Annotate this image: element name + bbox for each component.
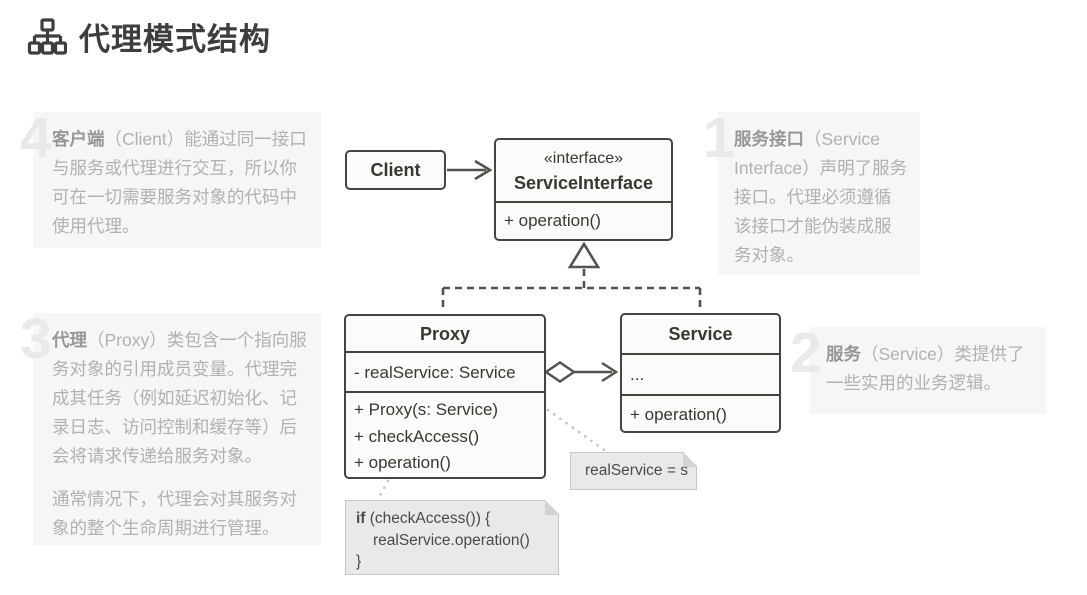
method-line: + Proxy(s: Service): [354, 400, 499, 419]
note-connector-code: [376, 479, 390, 501]
annotation-body: （Client）能通过同一接口与服务或代理进行交互，所以你可在一切需要服务对象的…: [52, 129, 307, 236]
annotation-client: 客户端（Client）能通过同一接口与服务或代理进行交互，所以你可在一切需要服务…: [33, 112, 321, 248]
uml-class-client: Client: [345, 150, 446, 190]
stereotype-label: «interface»: [543, 150, 624, 167]
uml-note-assignment: realService = s: [570, 451, 698, 490]
note-fold-corner: [682, 451, 698, 467]
methods-compartment: + Proxy(s: Service) + checkAccess() + op…: [346, 391, 544, 477]
annotation-lead: 服务: [826, 344, 861, 364]
annotation-service-interface: 服务接口（Service Interface）声明了服务接口。代理必须遵循该接口…: [718, 112, 920, 275]
methods-compartment: + operation(): [496, 201, 671, 238]
annotation-lead: 客户端: [52, 129, 105, 149]
methods-compartment: + operation(): [622, 394, 779, 433]
realization-connector: [441, 241, 702, 312]
code-line: }: [356, 553, 362, 570]
note-text: realService = s: [585, 462, 688, 479]
annotation-number: 4: [20, 106, 52, 170]
uml-class-proxy: Proxy - realService: Service + Proxy(s: …: [344, 314, 546, 479]
class-name: Client: [370, 159, 421, 180]
attributes-compartment: - realService: Service: [346, 351, 544, 391]
annotation-lead: 服务接口: [734, 129, 804, 149]
annotation-body: （Service Interface）声明了服务接口。代理必须遵循该接口才能伪装…: [734, 129, 908, 265]
aggregation-arrow-proxy-service: [543, 361, 619, 383]
hierarchy-icon: [27, 17, 67, 55]
uml-class-service-interface: «interface» ServiceInterface + operation…: [494, 138, 673, 241]
annotation-number: 3: [20, 307, 52, 371]
annotation-lead: 代理: [52, 330, 87, 350]
class-header: «interface» ServiceInterface: [496, 140, 671, 201]
uml-class-service: Service ... + operation(): [620, 313, 781, 433]
code-line: realService.operation(): [373, 531, 530, 549]
note-connector-assignment: [546, 408, 609, 454]
method-line: + operation(): [354, 453, 451, 472]
annotation-service: 服务（Service）类提供了一些实用的业务逻辑。: [810, 327, 1046, 414]
annotation-body: （Proxy）类包含一个指向服务对象的引用成员变量。代理完成其任务（例如延迟初始…: [52, 330, 307, 466]
annotation-body: （Service）类提供了一些实用的业务逻辑。: [826, 344, 1025, 393]
class-name: Proxy: [419, 324, 471, 344]
annotation-number: 1: [703, 106, 735, 170]
class-name: ServiceInterface: [513, 173, 654, 193]
code-line: if (checkAccess()) {: [356, 510, 491, 527]
annotation-proxy: 代理（Proxy）类包含一个指向服务对象的引用成员变量。代理完成其任务（例如延迟…: [33, 313, 321, 545]
association-arrow-client-interface: [447, 159, 493, 181]
page-title: 代理模式结构: [79, 22, 271, 57]
page-header: 代理模式结构: [27, 14, 271, 59]
class-name: Service: [668, 324, 733, 344]
annotation-number: 2: [790, 321, 822, 385]
note-fold-corner: [544, 499, 560, 515]
method-line: + checkAccess(): [354, 426, 480, 446]
uml-note-code: if (checkAccess()) { realService.operati…: [345, 499, 560, 575]
annotation-body: 通常情况下，代理会对其服务对象的整个生命周期进行管理。: [52, 489, 297, 538]
attributes-compartment: ...: [622, 353, 779, 394]
